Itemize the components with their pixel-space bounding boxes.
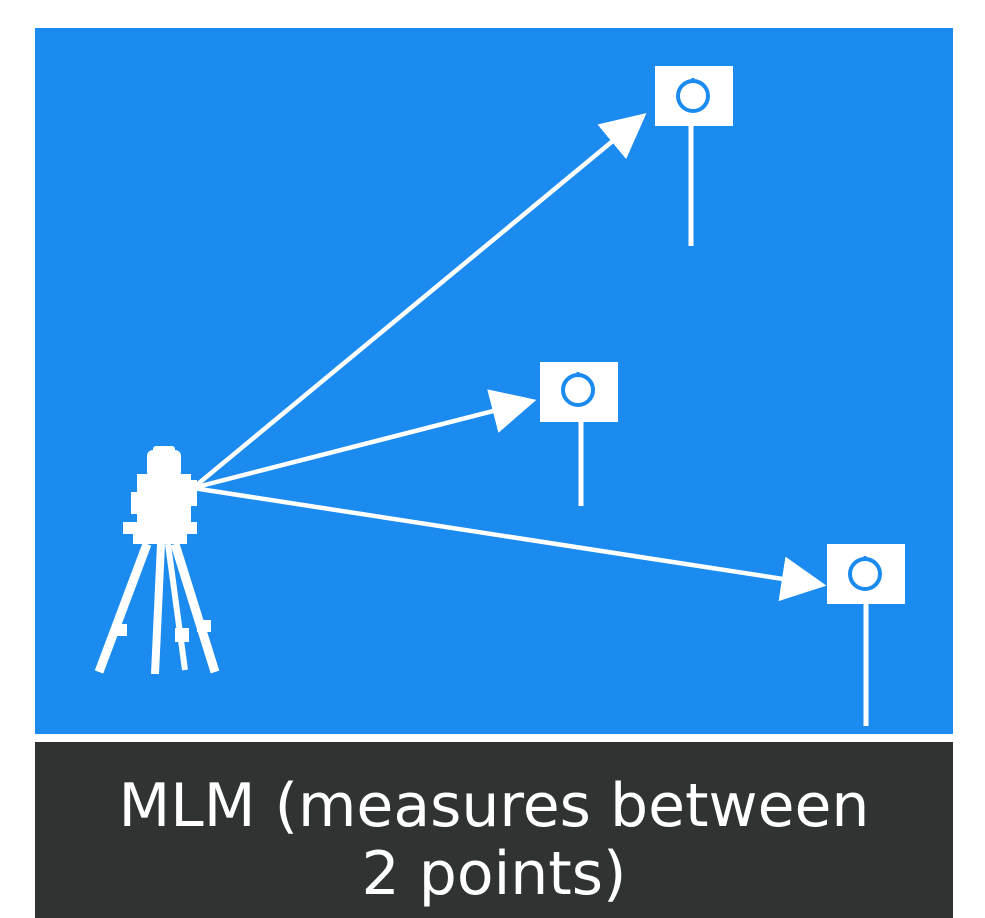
prism-target-middle-icon bbox=[540, 362, 618, 506]
prism-target-right-icon bbox=[827, 544, 905, 726]
ray-to-target-middle bbox=[192, 389, 537, 491]
total-station-on-tripod-icon bbox=[94, 446, 220, 675]
caption-band: MLM (measures between 2 points) bbox=[35, 742, 953, 918]
ray-to-target-right bbox=[192, 485, 827, 602]
mlm-diagram bbox=[94, 66, 905, 726]
prism-target-top-icon bbox=[655, 66, 733, 246]
caption-text: MLM (measures between 2 points) bbox=[118, 771, 870, 909]
diagram-panel bbox=[35, 28, 953, 734]
ray-to-target-top bbox=[191, 113, 647, 490]
